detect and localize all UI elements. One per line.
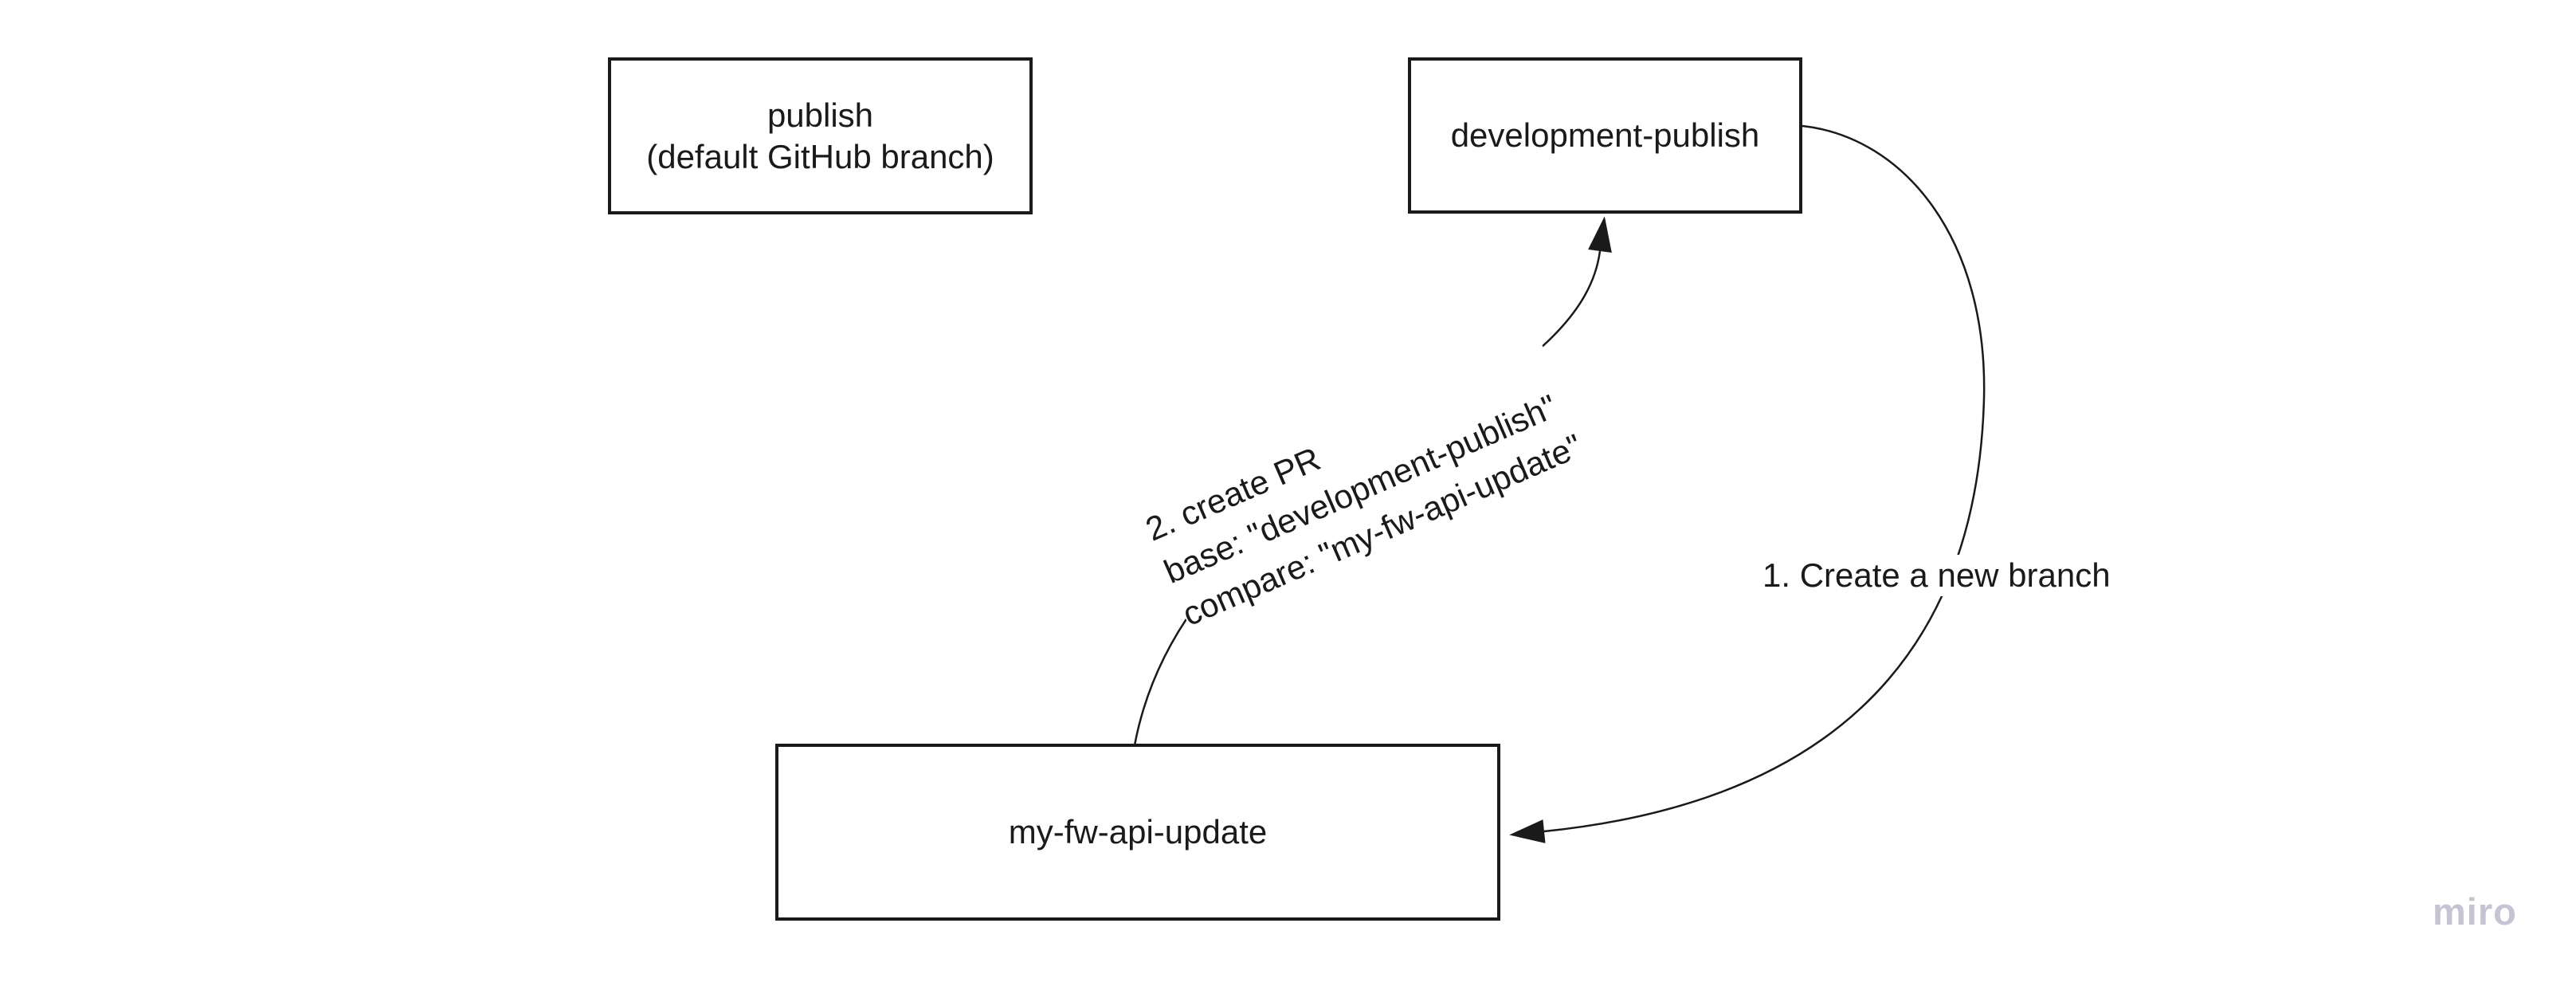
label-create-new-branch-text: 1. Create a new branch bbox=[1762, 556, 2111, 594]
node-publish-branch[interactable]: publish (default GitHub branch) bbox=[608, 57, 1033, 214]
node-my-fw-api-update-label: my-fw-api-update bbox=[1008, 813, 1268, 850]
miro-watermark-logo: miro bbox=[2433, 890, 2517, 933]
node-my-fw-api-update-branch[interactable]: my-fw-api-update bbox=[775, 744, 1500, 921]
node-development-publish-branch[interactable]: development-publish bbox=[1408, 57, 1802, 214]
connector-create-branch-arrow[interactable] bbox=[1509, 124, 1986, 843]
miro-watermark-text: miro bbox=[2433, 890, 2517, 933]
node-development-publish-label: development-publish bbox=[1450, 116, 1760, 154]
node-publish-label-line2: (default GitHub branch) bbox=[646, 137, 994, 175]
label-create-new-branch[interactable]: 1. Create a new branch bbox=[1759, 555, 2114, 596]
node-publish-label-line1: publish bbox=[767, 96, 874, 134]
